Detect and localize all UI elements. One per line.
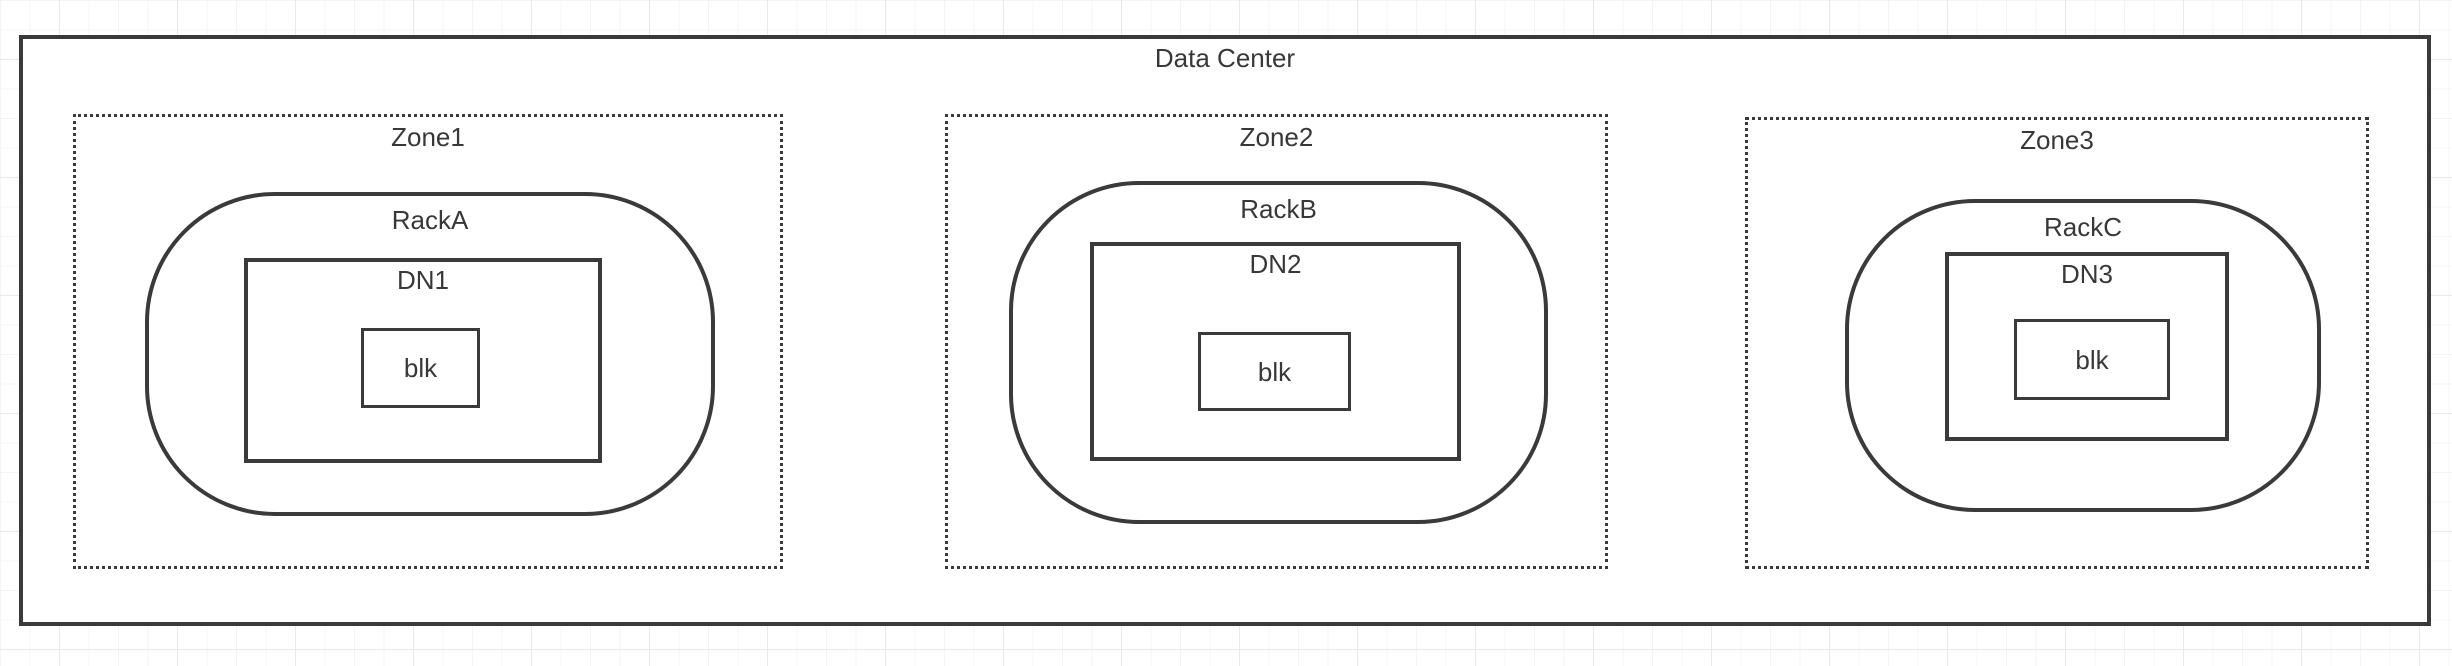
zone3-label: Zone3 [2020,125,2094,155]
datanode-dn3-container[interactable]: DN3 blk [1945,252,2229,441]
block-label-dn1: blk [403,353,438,383]
zone1-label: Zone1 [391,122,465,152]
rack-b-label: RackB [1240,194,1317,224]
block-label-dn3: blk [2075,344,2109,375]
datanode-dn1-container[interactable]: DN1 blk [244,258,602,463]
rack-c-container[interactable]: RackC DN3 blk [1845,199,2321,512]
datanode-dn1-label: DN1 [396,265,449,295]
block-label-dn2: blk [1257,356,1292,387]
block-box-dn3[interactable]: blk [2014,319,2170,400]
data-center-label: Data Center [1154,43,1296,73]
zone1-container[interactable]: Zone1 RackA DN1 blk [73,114,783,569]
rack-b-container[interactable]: RackB DN2 blk [1009,181,1548,524]
block-box-dn1[interactable]: blk [361,328,480,408]
rack-a-label: RackA [391,205,469,235]
rack-a-container[interactable]: RackA DN1 blk [145,192,715,516]
block-box-dn2[interactable]: blk [1198,332,1351,411]
data-center-container[interactable]: Data Center Zone1 RackA DN1 blk Zone2 Ra… [19,35,2431,626]
zone2-container[interactable]: Zone2 RackB DN2 blk [945,114,1608,569]
datanode-dn2-label: DN2 [1249,249,1302,279]
datanode-dn2-container[interactable]: DN2 blk [1090,242,1461,461]
rack-c-label: RackC [2043,212,2122,242]
zone3-container[interactable]: Zone3 RackC DN3 blk [1745,117,2369,569]
zone2-label: Zone2 [1239,122,1314,152]
datanode-dn3-label: DN3 [2060,259,2113,289]
